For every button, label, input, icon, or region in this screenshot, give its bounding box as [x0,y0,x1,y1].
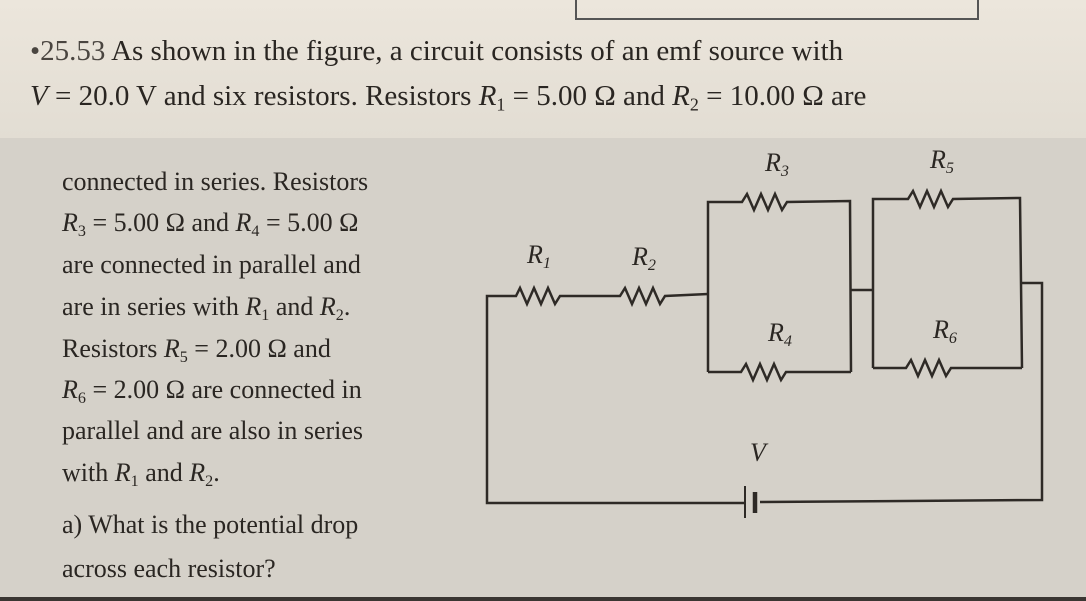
text-segment: = 2.00 Ω are connected in [85,375,362,404]
battery-icon [744,486,758,518]
label-r1: R1 [527,240,551,272]
text-segment: are connected in parallel and [62,250,361,279]
text-segment: connected in series. Resistors [62,167,369,196]
problem-number: •25.53 [30,35,112,67]
text-segment: Resistors [62,334,164,363]
label-r3: R3 [765,148,789,180]
text-segment: R [478,80,497,112]
wire-r34-left [706,200,737,372]
text-segment: and [269,292,320,321]
text-segment: R [319,292,336,321]
text-segment: R [189,458,206,487]
text-line: V = 20.0 V and six resistors. Resistors … [30,80,866,113]
text-line: R6 = 2.00 Ω are connected in [62,375,362,407]
text-line: •25.53 As shown in the figure, a circuit… [30,35,843,68]
text-segment: = 5.00 Ω and [85,208,236,237]
subscript: 3 [77,222,86,240]
text-segment: = 5.00 Ω and [505,80,673,112]
text-segment: V [30,80,48,112]
resistor-r4 [708,360,851,384]
text-segment: across each resistor? [62,554,276,583]
text-segment: = 20.0 V and six resistors. Resistors [47,80,479,112]
subscript: 1 [261,306,270,324]
text-line: across each resistor? [62,554,276,584]
resistor-r5 [903,187,1024,369]
resistor-r6 [873,356,1022,380]
label-r5: R5 [930,145,954,177]
text-segment: a) What is the potential drop [62,510,359,539]
text-segment: parallel and are also in series [62,416,364,445]
text-line: parallel and are also in series [62,416,363,446]
subscript: 2 [689,94,699,115]
page-top-band [0,0,1086,138]
previous-figure-box [575,0,979,20]
label-r6: R6 [933,315,957,347]
text-segment: R [245,292,262,321]
text-segment: R [62,375,78,404]
text-segment: R [62,208,78,237]
wire-right [759,281,1044,504]
text-segment: R [114,458,131,487]
subscript: 2 [205,472,214,490]
page-edge [0,597,1086,601]
text-segment: = 2.00 Ω and [187,334,331,363]
label-r4: R4 [768,318,792,350]
text-line: connected in series. Resistors [62,167,368,197]
text-line: R3 = 5.00 Ω and R4 = 5.00 Ω [62,208,359,240]
text-segment: . [343,292,351,321]
text-line: a) What is the potential drop [62,510,358,540]
text-segment: and [138,458,190,487]
wire-r56-left [871,197,903,368]
label-r2: R2 [632,242,656,274]
text-segment: . [213,458,220,487]
text-segment: As shown in the figure, a circuit consis… [111,35,844,67]
resistor-r2 [585,284,709,308]
subscript: 1 [496,94,506,115]
text-line: with R1 and R2. [62,458,220,490]
resistor-r1 [510,284,585,308]
subscript: 6 [77,389,86,407]
text-line: are in series with R1 and R2. [62,292,351,324]
text-segment: R [235,208,252,237]
text-segment: R [163,334,180,363]
text-line: are connected in parallel and [62,250,361,280]
subscript: 2 [335,306,344,324]
text-segment: R [672,80,690,112]
text-segment: = 5.00 Ω [259,208,359,237]
text-segment: with [62,458,115,487]
label-v: V [750,438,766,467]
text-line: Resistors R5 = 2.00 Ω and [62,334,331,366]
text-segment: are in series with [62,292,246,321]
wire-left [485,294,745,505]
resistor-r3 [737,190,853,373]
text-segment: = 10.00 Ω are [698,80,867,112]
subscript: 4 [251,222,260,240]
subscript: 5 [179,348,188,366]
subscript: 1 [130,472,139,490]
